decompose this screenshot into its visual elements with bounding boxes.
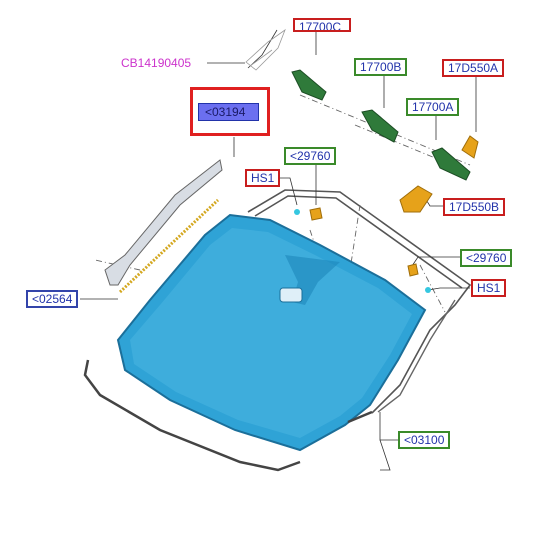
label-29760-left[interactable]: <29760 bbox=[284, 147, 337, 165]
mirror-17700c bbox=[291, 69, 327, 101]
pointer-lines bbox=[80, 29, 477, 471]
windshield-seal-lower bbox=[83, 359, 373, 472]
clip-right bbox=[407, 263, 419, 277]
label-17d550a[interactable]: 17D550A bbox=[442, 59, 505, 77]
sensor-17d550a bbox=[461, 135, 479, 159]
label-hs1-right[interactable]: HS1 bbox=[471, 279, 507, 297]
label-03100[interactable]: <03100 bbox=[398, 431, 451, 449]
molding-left-yellow bbox=[118, 198, 220, 294]
selected-part-highlight bbox=[190, 87, 270, 136]
label-03194-selected[interactable]: <03194 bbox=[198, 103, 259, 121]
label-hs1-left[interactable]: HS1 bbox=[245, 169, 281, 187]
clip-left bbox=[309, 207, 323, 221]
mirror-17700a bbox=[431, 147, 471, 181]
bracket-sketch bbox=[245, 28, 286, 71]
hs1-dot-right bbox=[425, 287, 431, 293]
windshield-frame-outline bbox=[247, 189, 472, 414]
label-cb14190405[interactable]: CB14190405 bbox=[121, 56, 192, 70]
label-17700a[interactable]: 17700A bbox=[406, 98, 460, 116]
windshield-glass bbox=[116, 213, 427, 452]
label-17700c[interactable]: 17700C bbox=[293, 18, 351, 32]
label-17d550b[interactable]: 17D550B bbox=[443, 198, 506, 216]
sensor-17d550b bbox=[399, 185, 433, 213]
label-17700b[interactable]: 17700B bbox=[354, 58, 408, 76]
mirror-17700b bbox=[361, 109, 399, 143]
molding-left-upper bbox=[104, 159, 223, 286]
label-29760-right[interactable]: <29760 bbox=[460, 249, 513, 267]
label-02564[interactable]: <02564 bbox=[26, 290, 79, 308]
hs1-dot-left bbox=[294, 209, 300, 215]
windshield-seal-right bbox=[377, 299, 456, 413]
